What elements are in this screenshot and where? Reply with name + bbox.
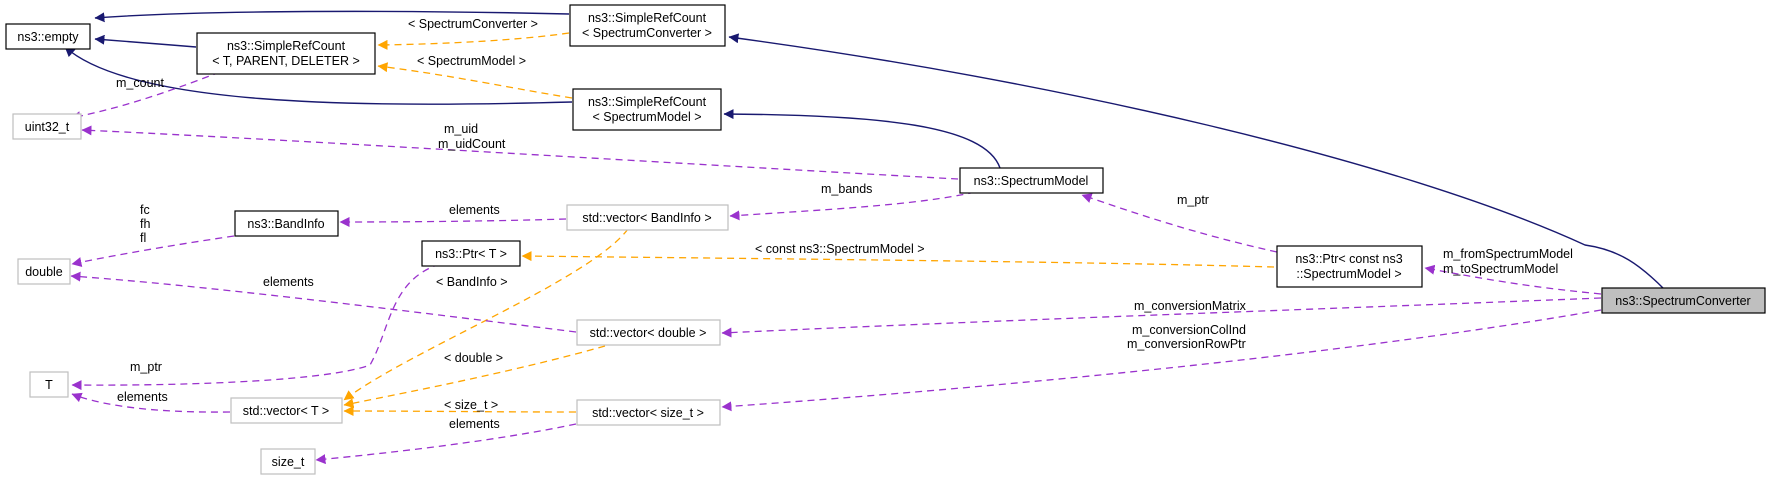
edge-band-fields — [71, 235, 235, 267]
edge-vector-double-template — [343, 345, 606, 409]
svg-text:double: double — [25, 265, 63, 279]
edge-src-model-template — [377, 62, 573, 99]
edge-label-m-conversion-col-ind: m_conversionColInd — [1132, 323, 1246, 337]
svg-text:ns3::SimpleRefCount: ns3::SimpleRefCount — [588, 95, 707, 109]
node-band-info[interactable]: ns3::BandInfo — [234, 210, 339, 237]
svg-text:< SpectrumConverter >: < SpectrumConverter > — [582, 26, 712, 40]
edge-label-m-bands: m_bands — [821, 182, 872, 196]
edge-label-double-template: < double > — [444, 351, 503, 365]
edge-label-elements-double: elements — [263, 275, 314, 289]
edge-src-converter-to-empty — [94, 10, 570, 23]
edge-label-elements-bandinfo: elements — [449, 203, 500, 217]
svg-text:ns3::SpectrumConverter: ns3::SpectrumConverter — [1615, 294, 1750, 308]
edge-src-converter-template — [377, 32, 570, 50]
node-uint32-t[interactable]: uint32_t — [12, 113, 82, 140]
node-simple-ref-count-spectrum-converter[interactable]: ns3::SimpleRefCount < SpectrumConverter … — [569, 4, 726, 47]
node-vector-size-t[interactable]: std::vector< size_t > — [576, 399, 721, 426]
node-vector-band-info[interactable]: std::vector< BandInfo > — [566, 204, 729, 231]
svg-text:uint32_t: uint32_t — [25, 120, 70, 134]
nodes: ns3::empty ns3::SimpleRefCount < T, PARE… — [5, 4, 1766, 475]
node-t[interactable]: T — [29, 371, 69, 398]
svg-text:::SpectrumModel >: ::SpectrumModel > — [1296, 267, 1401, 281]
edge-label-elements-t: elements — [117, 390, 168, 404]
edge-conversion-indices — [721, 309, 1602, 412]
node-vector-t[interactable]: std::vector< T > — [230, 397, 343, 424]
edge-label-m-conversion-matrix: m_conversionMatrix — [1134, 299, 1247, 313]
svg-text:< T, PARENT, DELETER >: < T, PARENT, DELETER > — [212, 54, 360, 68]
svg-text:size_t: size_t — [272, 455, 305, 469]
edge-label-m-conversion-row-ptr: m_conversionRowPtr — [1127, 337, 1246, 351]
edge-label-m-uid: m_uid — [444, 122, 478, 136]
edge-label-to-spectrum-model: m_toSpectrumModel — [1443, 262, 1558, 276]
node-size-t[interactable]: size_t — [260, 448, 316, 475]
edge-spectrum-converter-to-src-converter — [728, 33, 1665, 290]
edge-simple-ref-count-to-empty — [94, 34, 197, 48]
edge-m-uid — [81, 125, 959, 180]
edge-label-fh: fh — [140, 217, 150, 231]
edge-vector-bandinfo-template — [343, 228, 629, 401]
svg-text:std::vector< BandInfo >: std::vector< BandInfo > — [582, 211, 711, 225]
node-ptr-t[interactable]: ns3::Ptr< T > — [421, 240, 521, 267]
edge-src-model-to-empty — [64, 46, 573, 105]
edge-label-const-spectrum-model: < const ns3::SpectrumModel > — [755, 242, 925, 256]
edge-elements-size-t — [315, 423, 577, 465]
svg-text:ns3::SimpleRefCount: ns3::SimpleRefCount — [227, 39, 346, 53]
edge-label-fl: fl — [140, 231, 146, 245]
svg-text:T: T — [45, 378, 53, 392]
edge-label-fc: fc — [140, 203, 150, 217]
edge-label-size-t-template: < size_t > — [444, 398, 498, 412]
svg-text:ns3::Ptr< const ns3: ns3::Ptr< const ns3 — [1295, 252, 1402, 266]
edge-label-bandinfo-template: < BandInfo > — [436, 275, 508, 289]
edge-label-m-count: m_count — [116, 76, 164, 90]
edge-m-ptr-t — [71, 263, 441, 391]
edge-elements-t — [71, 392, 231, 413]
node-double[interactable]: double — [17, 258, 71, 285]
edge-labels: < SpectrumConverter > < SpectrumModel > … — [116, 17, 1573, 431]
svg-text:ns3::BandInfo: ns3::BandInfo — [247, 217, 324, 231]
svg-text:ns3::SpectrumModel: ns3::SpectrumModel — [974, 174, 1089, 188]
edge-label-from-spectrum-model: m_fromSpectrumModel — [1443, 247, 1573, 261]
edge-spectrum-model-to-src-model — [723, 109, 1001, 169]
edge-label-m-ptr-t: m_ptr — [130, 360, 162, 374]
svg-text:ns3::empty: ns3::empty — [17, 30, 79, 44]
edge-label-m-ptr-model: m_ptr — [1177, 193, 1209, 207]
svg-text:< SpectrumModel >: < SpectrumModel > — [592, 110, 701, 124]
node-vector-double[interactable]: std::vector< double > — [576, 319, 721, 346]
edge-m-conversion-matrix — [721, 297, 1602, 338]
node-ns3-empty[interactable]: ns3::empty — [5, 23, 91, 50]
node-spectrum-model[interactable]: ns3::SpectrumModel — [959, 167, 1104, 194]
svg-text:std::vector< T >: std::vector< T > — [243, 404, 329, 418]
edge-m-ptr-model — [1081, 193, 1278, 253]
node-spectrum-converter[interactable]: ns3::SpectrumConverter — [1601, 287, 1766, 314]
svg-text:ns3::Ptr< T >: ns3::Ptr< T > — [435, 247, 507, 261]
node-simple-ref-count-spectrum-model[interactable]: ns3::SimpleRefCount < SpectrumModel > — [572, 88, 722, 131]
edge-m-bands — [729, 191, 976, 221]
edge-ptr-model-template — [521, 251, 1275, 268]
edge-label-spectrum-converter: < SpectrumConverter > — [408, 17, 538, 31]
node-simple-ref-count[interactable]: ns3::SimpleRefCount < T, PARENT, DELETER… — [196, 32, 376, 75]
edge-elements-bandinfo — [339, 216, 567, 227]
edge-spectrum-models — [1424, 264, 1602, 295]
edge-label-elements-size-t: elements — [449, 417, 500, 431]
node-ptr-spectrum-model[interactable]: ns3::Ptr< const ns3 ::SpectrumModel > — [1276, 245, 1423, 288]
svg-text:std::vector< size_t >: std::vector< size_t > — [592, 406, 704, 420]
svg-text:std::vector< double >: std::vector< double > — [590, 326, 707, 340]
svg-text:ns3::SimpleRefCount: ns3::SimpleRefCount — [588, 11, 707, 25]
edge-label-m-uid-count: m_uidCount — [438, 137, 506, 151]
edges — [64, 10, 1665, 465]
edge-elements-double — [70, 271, 577, 333]
edge-label-spectrum-model: < SpectrumModel > — [417, 54, 526, 68]
